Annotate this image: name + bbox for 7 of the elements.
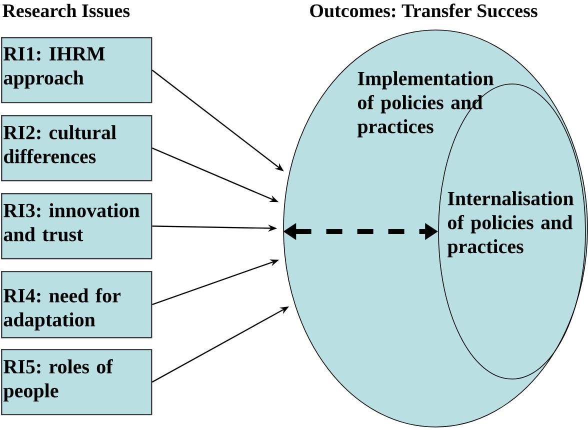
issue-box: RI5: roles of people (1, 348, 152, 416)
heading: Research Issues (2, 4, 130, 18)
issue-box: RI3: innovation and trust (1, 193, 152, 260)
issue-box: RI2: cultural differences (1, 115, 152, 182)
issue-box: RI1: IHRM approach (1, 37, 152, 104)
issue-box: RI4: need for adaptation (1, 270, 152, 338)
heading: Outcomes: Transfer Success (310, 4, 538, 18)
